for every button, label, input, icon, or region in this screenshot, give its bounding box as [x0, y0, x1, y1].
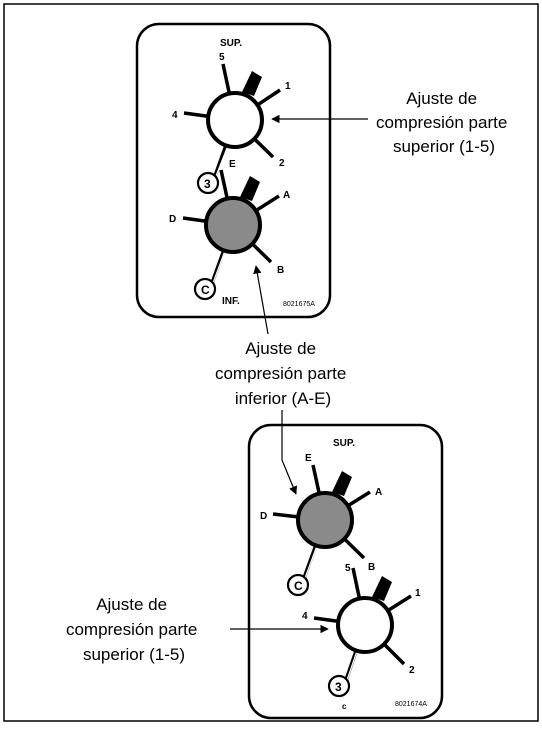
bottom-lower-label-d: D [260, 511, 267, 522]
top-lower-dial-body [204, 196, 262, 254]
callout-lower-middle-text: Ajuste de compresión parte inferior (A-E… [215, 339, 351, 408]
outer-frame [3, 3, 539, 722]
top-lower-pointer-groove [212, 247, 227, 284]
panel-top-frame [135, 22, 332, 319]
panel-top-sup-label: SUP. [220, 38, 242, 49]
top-lower-label-d: D [169, 214, 176, 225]
callout-lower-middle-line-3: inferior (A-E) [235, 389, 331, 408]
callout-upper-bottom-line-1: Ajuste de [96, 595, 167, 614]
panel-top-code: 8021675A [283, 301, 315, 308]
top-upper-label-4: 4 [172, 110, 178, 121]
top-upper-label-2: 2 [279, 158, 285, 169]
top-upper-key-tab [242, 71, 262, 96]
callout-upper-top-line-2: compresión parte [376, 113, 507, 132]
panel-bottom-code: 8021674A [395, 701, 427, 708]
callout-lower-middle-arrow-down [281, 410, 298, 495]
bottom-upper-selected-label: 3 [335, 680, 342, 694]
bottom-lower-label-b: B [368, 562, 375, 573]
bottom-upper-dial-body [336, 596, 394, 654]
top-upper-selected-label: 3 [204, 177, 211, 191]
bottom-upper-label-1: 1 [415, 588, 421, 599]
callout-upper-top-line-1: Ajuste de [406, 89, 477, 108]
top-upper-pointer-groove [215, 142, 230, 177]
top-upper-dial: 5 1 2 4 3 [172, 52, 291, 195]
callout-upper-bottom: Ajuste de compresión parte superior (1-5… [66, 595, 329, 664]
callout-lower-middle-line-1: Ajuste de [245, 339, 316, 358]
bottom-upper-dial: 5 1 2 4 3 [302, 563, 421, 698]
top-lower-label-a: A [283, 190, 290, 201]
top-lower-dial: E A B D C [169, 159, 290, 301]
bottom-upper-label-4: 4 [302, 611, 308, 622]
bottom-upper-pointer-groove [345, 647, 359, 684]
panel-bottom-sup-label: SUP. [333, 438, 355, 449]
bottom-lower-label-e: E [305, 453, 312, 464]
callout-lower-middle: Ajuste de compresión parte inferior (A-E… [215, 265, 351, 495]
callout-lower-middle-arrow-up [253, 265, 269, 335]
bottom-lower-selected-ring [286, 573, 310, 597]
top-upper-label-5: 5 [219, 52, 225, 63]
callout-upper-top-line-3: superior (1-5) [393, 137, 495, 156]
top-lower-label-e: E [229, 159, 236, 170]
callout-upper-top-text: Ajuste de compresión parte superior (1-5… [376, 89, 512, 156]
panel-bottom: SUP. E A B D C 5 [247, 423, 444, 720]
panel-top: SUP. 5 1 2 4 3 E [135, 22, 332, 319]
bottom-lower-label-a: A [375, 487, 382, 498]
bottom-lower-key-tab [332, 471, 352, 496]
panel-bottom-frame [247, 423, 444, 720]
callout-upper-bottom-line-3: superior (1-5) [83, 645, 185, 664]
callout-upper-top: Ajuste de compresión parte superior (1-5… [271, 89, 512, 156]
top-upper-selected-ring [196, 171, 220, 195]
top-lower-selected-label: C [201, 283, 210, 297]
top-lower-label-b: B [277, 265, 284, 276]
panel-bottom-small-c: c [342, 702, 347, 711]
top-upper-dial-body [206, 91, 264, 149]
bottom-lower-dial-body [296, 491, 354, 549]
callout-lower-middle-line-2: compresión parte [215, 364, 346, 383]
bottom-lower-selected-label: C [294, 579, 303, 593]
bottom-lower-dial: E A B D C [260, 453, 382, 597]
bottom-upper-label-5: 5 [345, 563, 351, 574]
top-lower-selected-ring [193, 277, 217, 301]
callout-upper-bottom-text: Ajuste de compresión parte superior (1-5… [66, 595, 202, 664]
panel-top-inf-label: INF. [222, 296, 240, 307]
top-lower-key-tab [240, 176, 260, 201]
bottom-lower-pointer-groove [304, 542, 319, 579]
bottom-upper-key-tab [372, 576, 392, 601]
top-upper-label-1: 1 [285, 81, 291, 92]
bottom-upper-selected-ring [327, 674, 351, 698]
bottom-upper-label-2: 2 [409, 665, 415, 676]
callout-upper-bottom-line-2: compresión parte [66, 620, 197, 639]
